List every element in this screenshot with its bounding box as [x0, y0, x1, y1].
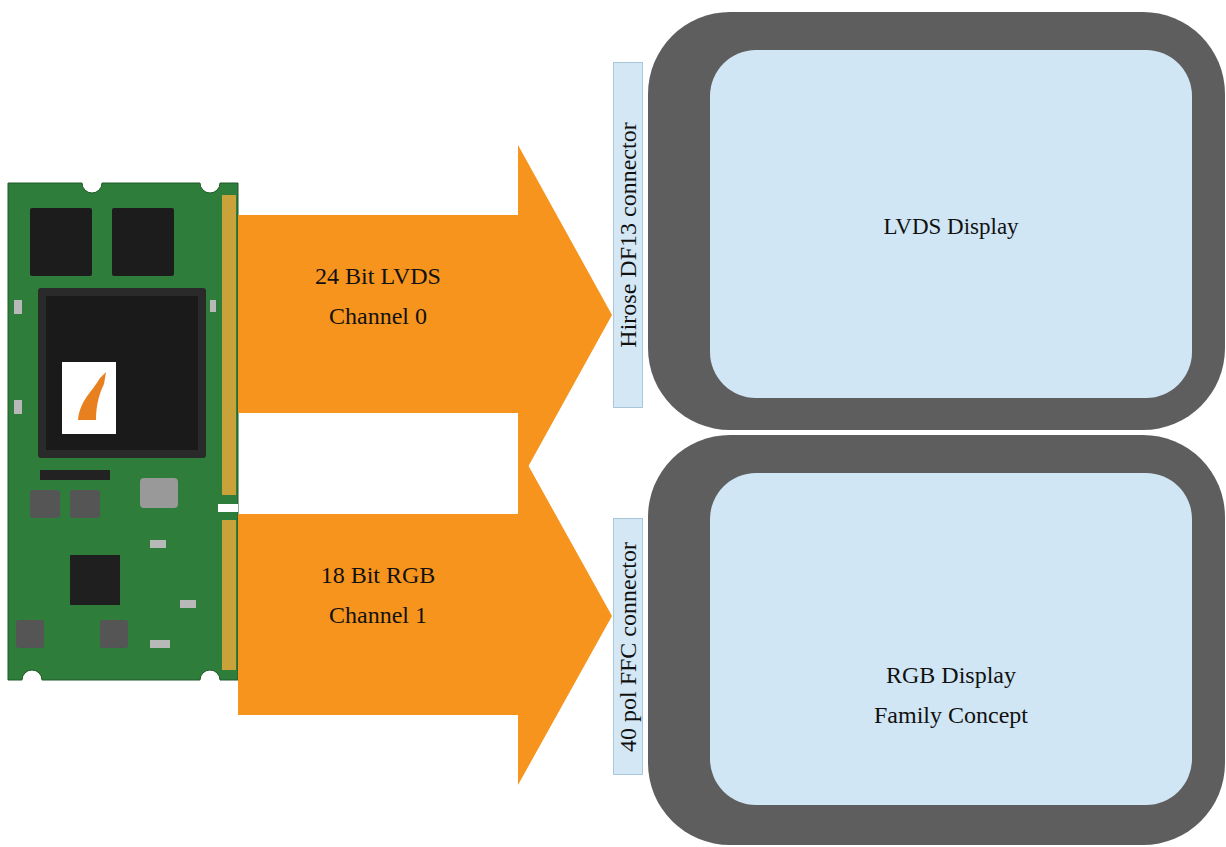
- connector-bar: Hirose DF13 connector: [613, 62, 643, 408]
- display-screen: LVDS Display: [710, 50, 1192, 398]
- display-frame: LVDS Display: [648, 12, 1225, 430]
- arrow-label: 24 Bit LVDS Channel 0: [303, 256, 453, 336]
- signal-arrow: 18 Bit RGB Channel 1: [238, 447, 612, 785]
- display-screen: RGB Display Family Concept: [710, 473, 1192, 805]
- connector-label: Hirose DF13 connector: [614, 122, 642, 347]
- arrow-fill: [238, 447, 612, 785]
- display-label: RGB Display Family Concept: [861, 655, 1041, 735]
- connector-bar: 40 pol FFC connector: [613, 518, 643, 775]
- display-label: LVDS Display: [710, 207, 1192, 247]
- arrow-fill: [238, 145, 612, 485]
- display-frame: RGB Display Family Concept: [648, 435, 1225, 845]
- arrow-label: 18 Bit RGB Channel 1: [303, 555, 453, 635]
- signal-arrow: 24 Bit LVDS Channel 0: [238, 145, 612, 485]
- connector-label: 40 pol FFC connector: [614, 542, 642, 752]
